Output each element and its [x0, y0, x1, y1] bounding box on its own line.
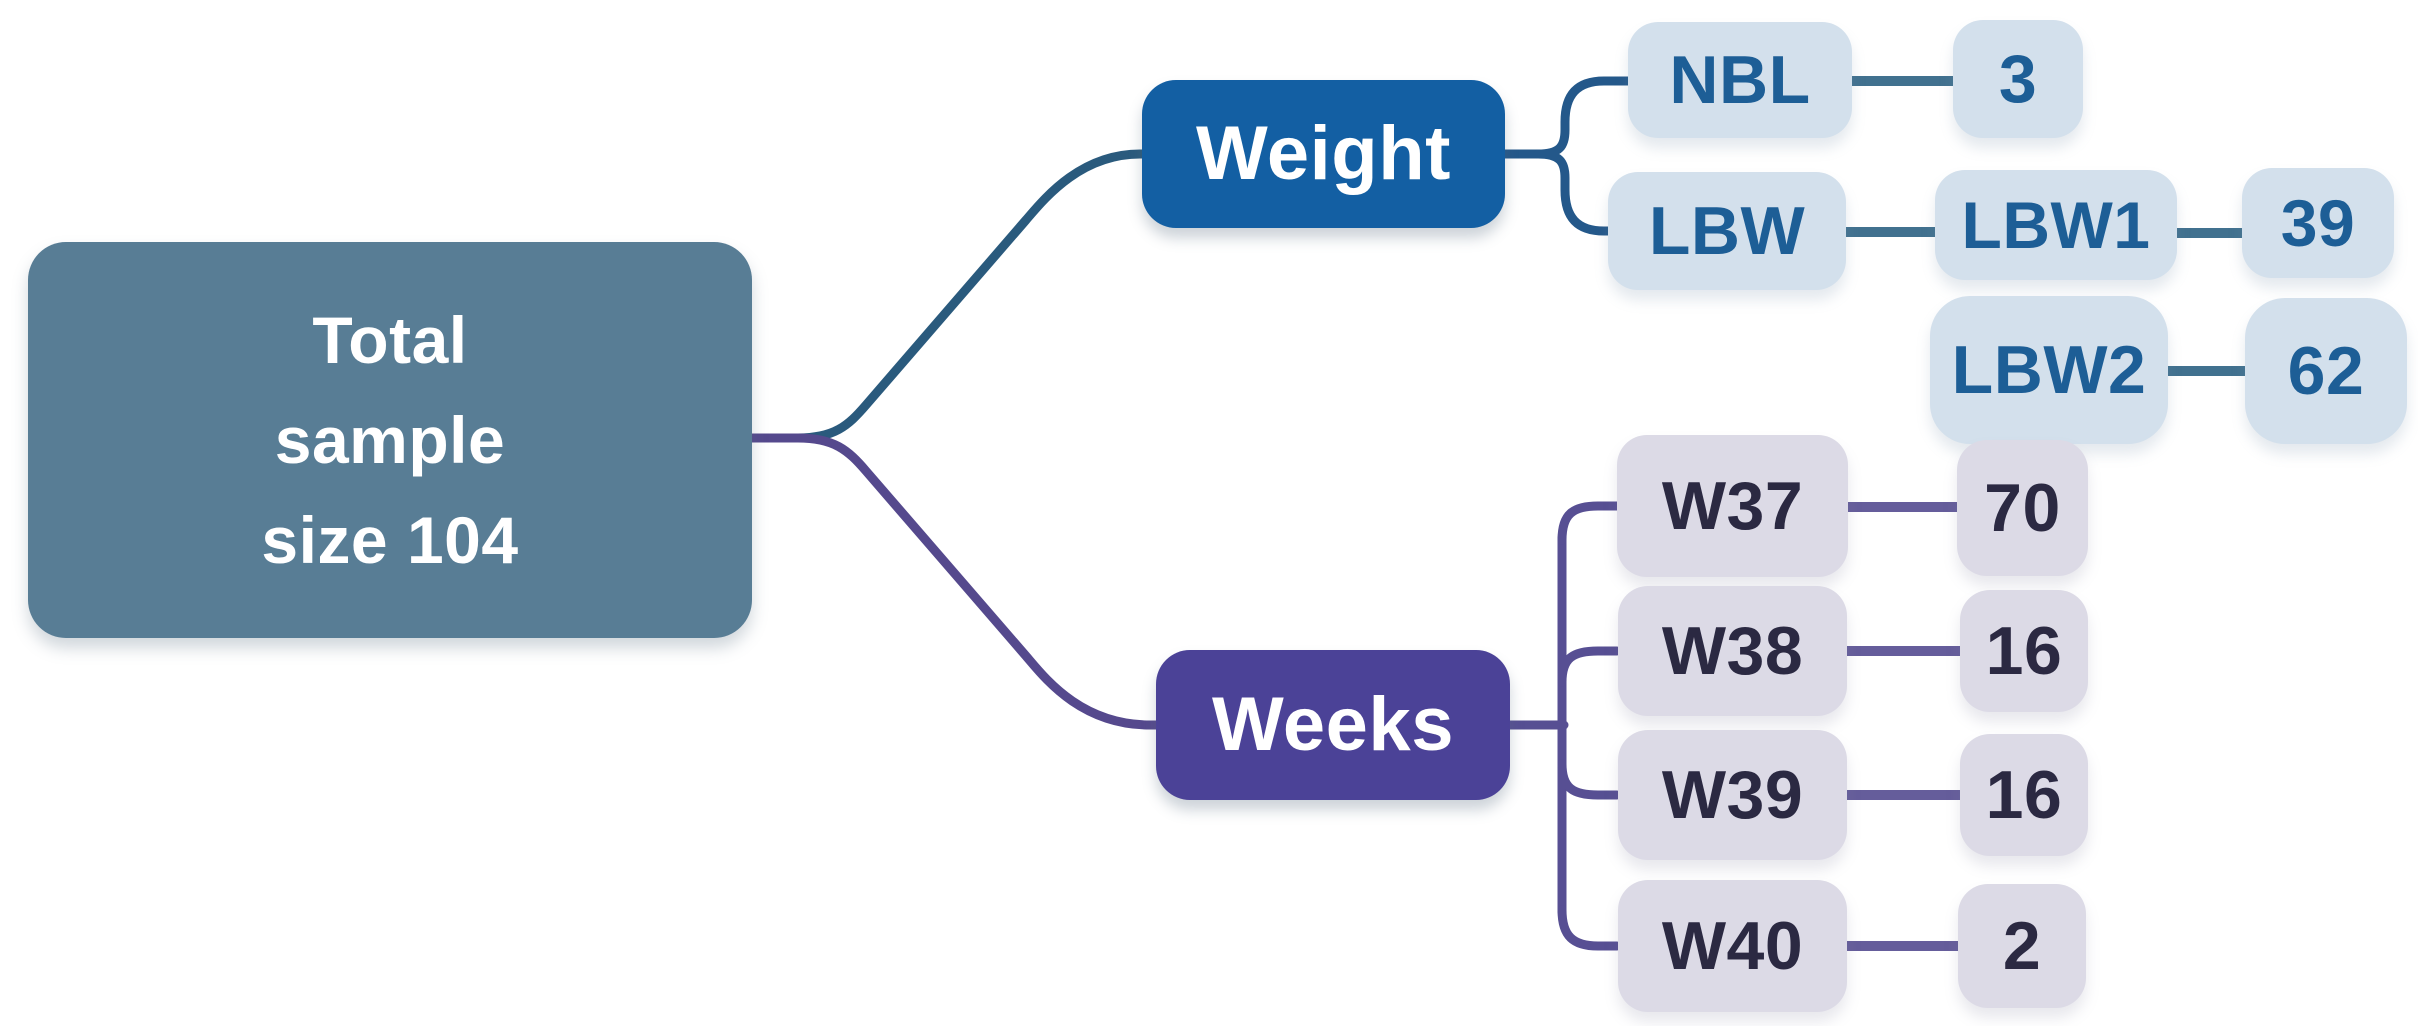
- connector-weeks-w38: [1557, 646, 1622, 687]
- connector-weeks-w39: [1557, 759, 1622, 800]
- node-lbw1: LBW1: [1935, 170, 2177, 280]
- connector-root-weight: [745, 149, 1149, 443]
- connector-weeks-w37: [1557, 501, 1622, 545]
- node-w38-label: W38: [1661, 613, 1804, 689]
- root-label-line-3: size 104: [261, 503, 519, 577]
- value-lbw2-text: 62: [2287, 333, 2365, 409]
- node-w39: W39: [1618, 730, 1847, 860]
- node-nbl-label: NBL: [1669, 42, 1811, 118]
- node-w40-label: W40: [1661, 908, 1804, 984]
- root-label-line-2: sample: [274, 403, 506, 477]
- value-nbl: 3: [1953, 20, 2083, 138]
- value-w39: 16: [1960, 734, 2088, 856]
- value-lbw1-text: 39: [2280, 186, 2356, 260]
- node-lbw-label: LBW: [1648, 193, 1806, 269]
- branch-node-weight: Weight: [1142, 80, 1505, 228]
- node-w38: W38: [1618, 586, 1847, 716]
- node-lbw: LBW: [1608, 172, 1846, 290]
- value-w39-text: 16: [1985, 757, 2063, 833]
- node-w37: W37: [1617, 435, 1848, 577]
- connector-weight-nbl: [1533, 76, 1633, 159]
- connector-root-weeks: [745, 433, 1163, 730]
- node-w37-label: W37: [1661, 468, 1804, 544]
- root-node-total-sample: Total sample size 104: [28, 242, 752, 638]
- value-lbw1: 39: [2242, 168, 2394, 278]
- value-w40: 2: [1958, 884, 2086, 1008]
- branch-node-weeks: Weeks: [1156, 650, 1510, 800]
- value-w37-text: 70: [1984, 470, 2061, 546]
- value-nbl-text: 3: [1998, 41, 2038, 117]
- node-lbw2: LBW2: [1930, 296, 2168, 444]
- root-label-line-1: Total: [312, 303, 468, 377]
- connector-weeks-w40: [1557, 905, 1622, 951]
- connector-weight-lbw: [1533, 149, 1615, 236]
- value-w38: 16: [1960, 590, 2088, 712]
- node-w39-label: W39: [1661, 757, 1804, 833]
- branch-weight-label: Weight: [1196, 111, 1451, 196]
- node-nbl: NBL: [1628, 22, 1852, 138]
- value-w40-text: 2: [2002, 908, 2042, 984]
- node-w40: W40: [1618, 880, 1847, 1012]
- value-lbw2: 62: [2245, 298, 2407, 444]
- node-lbw2-label: LBW2: [1951, 332, 2147, 408]
- value-w37: 70: [1957, 440, 2088, 576]
- branch-weeks-label: Weeks: [1212, 682, 1454, 767]
- root-node-label: Total sample size 104: [261, 290, 518, 590]
- node-lbw1-label: LBW1: [1961, 188, 2151, 262]
- value-w38-text: 16: [1985, 613, 2063, 689]
